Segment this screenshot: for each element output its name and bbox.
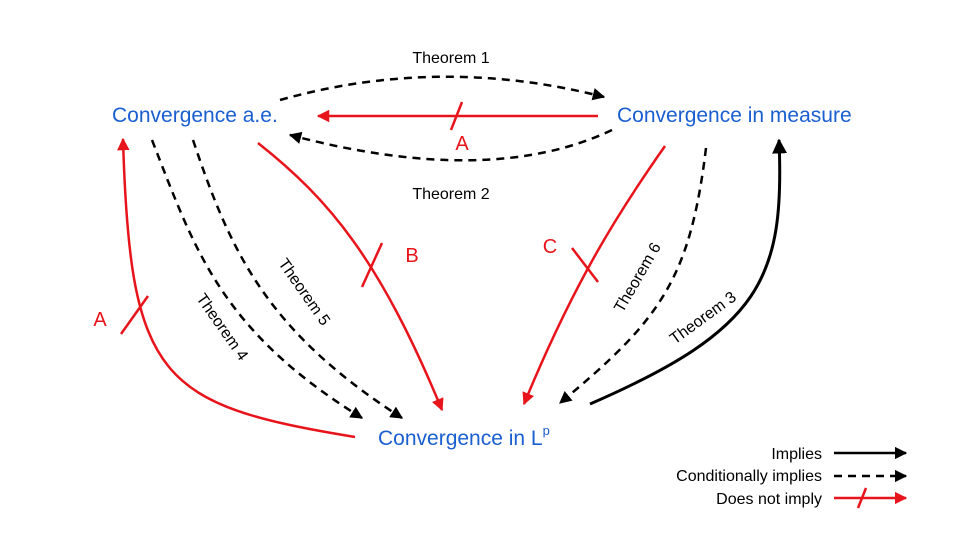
label-theorem-3: Theorem 3 (667, 289, 740, 348)
node-lp-text: Convergence in L (378, 427, 543, 450)
edge-theorem-2 (288, 128, 613, 162)
edge-theorem-5 (191, 139, 404, 420)
slash-a-left (119, 295, 150, 335)
node-convergence-ae: Convergence a.e. (112, 104, 278, 127)
edge-not-imply-c (522, 145, 667, 406)
edge-theorem-1 (279, 75, 606, 102)
slash-c (571, 247, 599, 283)
edge-theorem-4 (150, 139, 364, 420)
legend: Implies Conditionally implies Does not i… (676, 446, 908, 509)
edge-not-imply-a-left (117, 137, 356, 439)
legend-not-imply-slash (856, 487, 868, 509)
edge-theorem-6 (559, 147, 708, 404)
label-c: C (543, 236, 557, 258)
legend-conditional-label: Conditionally implies (676, 468, 822, 485)
label-a-top: A (455, 133, 469, 155)
node-convergence-in-measure: Convergence in measure (617, 104, 852, 127)
slash-a-top (449, 101, 464, 131)
label-a-left: A (93, 309, 107, 331)
edge-theorem-3 (589, 138, 788, 406)
edge-not-imply-b (257, 142, 444, 412)
label-theorem-2: Theorem 2 (412, 186, 489, 203)
node-lp-superscript: p (543, 423, 550, 438)
legend-not-imply-label: Does not imply (716, 491, 822, 508)
label-b: B (405, 245, 418, 267)
node-convergence-in-lp: Convergence in Lp (378, 423, 550, 450)
label-theorem-6: Theorem 6 (611, 240, 664, 316)
label-theorem-1: Theorem 1 (412, 50, 489, 67)
legend-implies-label: Implies (771, 446, 822, 463)
slash-b (360, 242, 384, 288)
label-theorem-4: Theorem 4 (193, 291, 251, 364)
